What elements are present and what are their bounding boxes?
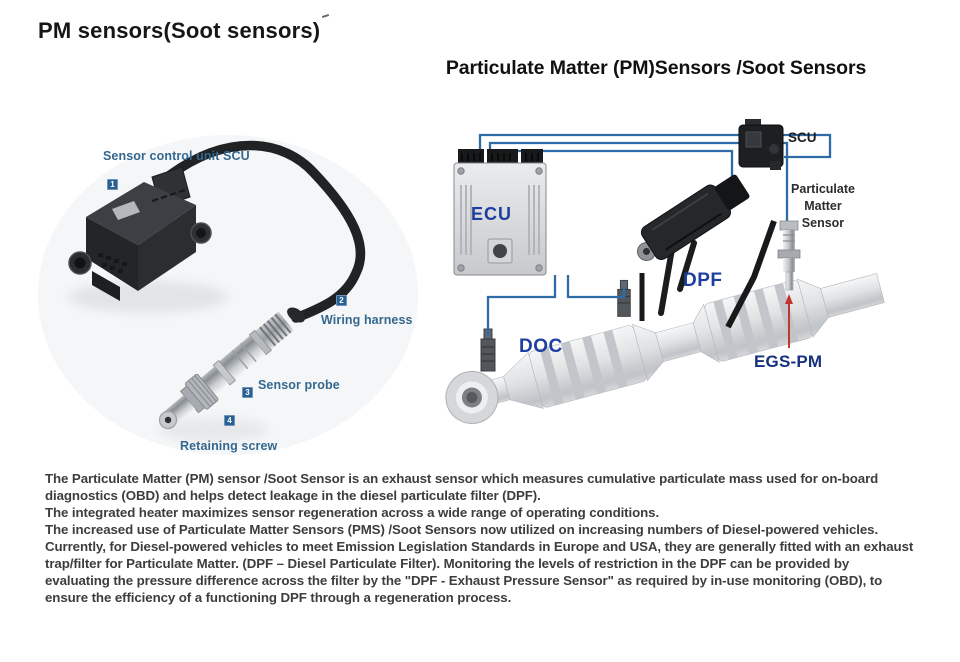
page-title: PM sensors(Soot sensors) bbox=[38, 18, 321, 43]
callout-marker-3: 3 bbox=[242, 387, 253, 398]
cable-joint bbox=[287, 307, 305, 323]
wiring-harness-cable bbox=[165, 140, 366, 323]
exhaust-system-diagram: ECU SCU Particulate Matter Sensor DOC DP… bbox=[440, 105, 890, 450]
body-line: trap/filter for Particulate Matter. (DPF… bbox=[45, 556, 850, 571]
body-line: Currently, for Diesel-powered vehicles t… bbox=[45, 539, 914, 554]
body-line: The increased use of Particulate Matter … bbox=[45, 522, 879, 537]
callout-label-wiring-harness: Wiring harness bbox=[321, 313, 413, 327]
wire-ecu-to-probe2 bbox=[566, 275, 626, 299]
callout-label-sensor-probe: Sensor probe bbox=[258, 378, 340, 392]
page-heading: Particulate Matter (PM)Sensors /Soot Sen… bbox=[445, 57, 867, 79]
body-line: The Particulate Matter (PM) sensor /Soot… bbox=[45, 471, 879, 486]
body-line: evaluating the pressure difference acros… bbox=[45, 573, 883, 588]
callout-marker-2: 2 bbox=[336, 295, 347, 306]
dpf-label: DPF bbox=[683, 270, 723, 291]
exhaust-pipe-assembly bbox=[445, 273, 885, 424]
body-line: diagnostics (OBD) and helps detect leaka… bbox=[45, 488, 541, 503]
device-shadow bbox=[68, 281, 228, 313]
ecu-label: ECU bbox=[471, 204, 513, 224]
scu-label: SCU bbox=[788, 130, 817, 145]
callout-marker-4: 4 bbox=[224, 415, 235, 426]
ecu-unit bbox=[453, 149, 547, 276]
stray-mark bbox=[321, 13, 330, 19]
body-line: ensure the efficiency of a functioning D… bbox=[45, 590, 512, 605]
pm-sensor-photo-diagram: Sensor control unit SCU 1 2 Wiring harne… bbox=[28, 105, 428, 465]
sensor-probe-body bbox=[158, 311, 294, 430]
probe-shadow bbox=[158, 418, 268, 442]
egs-pm-arrow bbox=[785, 294, 793, 348]
wire-ecu-to-scu bbox=[478, 133, 832, 165]
egs-pm-label: EGS-PM bbox=[754, 352, 823, 371]
exhaust-illustration bbox=[445, 119, 885, 424]
callout-marker-1: 1 bbox=[107, 179, 118, 190]
description-paragraph: The Particulate Matter (PM) sensor /Soot… bbox=[45, 470, 945, 606]
particulate-matter-sensor-label: Particulate Matter Sensor bbox=[791, 182, 855, 230]
body-line: The integrated heater maximizes sensor r… bbox=[45, 505, 660, 520]
pressure-sensor bbox=[637, 174, 750, 316]
exhaust-probe-2 bbox=[617, 279, 631, 317]
wire-ecu-to-probe1 bbox=[486, 275, 557, 337]
pm-sensor-illustration bbox=[38, 135, 418, 455]
callout-label-scu: Sensor control unit SCU bbox=[103, 149, 250, 163]
callout-label-retaining-screw: Retaining screw bbox=[180, 439, 278, 453]
mounting-bracket bbox=[725, 219, 777, 329]
pm-sensor-on-pipe bbox=[777, 220, 801, 291]
doc-label: DOC bbox=[519, 336, 563, 357]
sensor-control-unit bbox=[68, 166, 212, 301]
scu-unit bbox=[738, 119, 784, 170]
